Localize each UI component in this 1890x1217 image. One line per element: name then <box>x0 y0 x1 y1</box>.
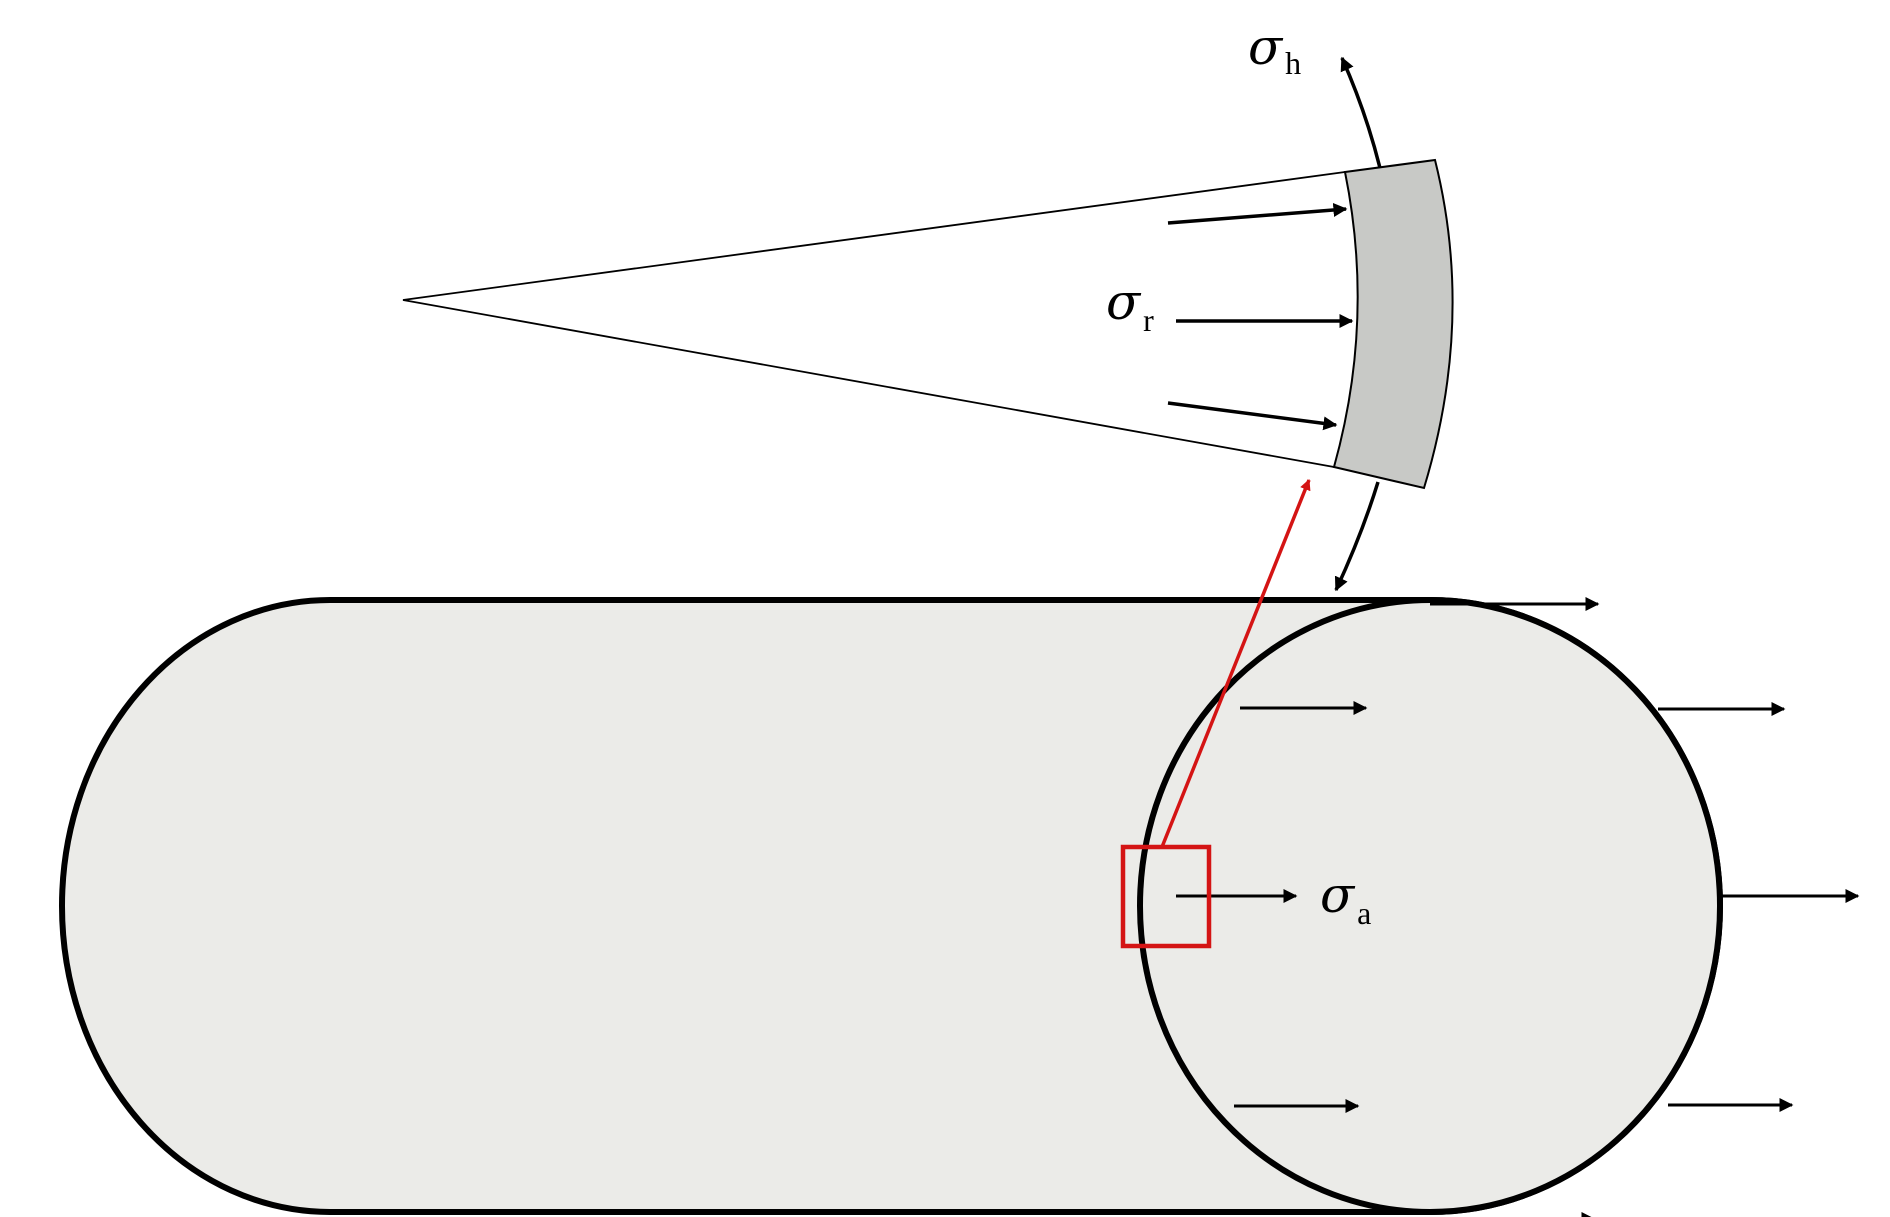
cylinder-vessel <box>59 597 1723 1215</box>
label-axial-stress: σa <box>1320 866 1371 931</box>
radial-stress-arrows <box>1167 203 1354 431</box>
wall-sector-detail <box>402 158 1454 490</box>
hoop-arrow-down <box>1334 481 1380 592</box>
hoop-stress-arrows <box>1334 56 1382 592</box>
zoom-pointer-arrow <box>1160 478 1311 848</box>
radial-arrow-lower <box>1167 401 1338 431</box>
label-radial-stress: σr <box>1106 273 1154 338</box>
axial-stress-arrows <box>1176 597 1860 1217</box>
selected-wall-element-box <box>1120 844 1212 949</box>
cylinder-end-cap <box>1137 597 1723 1215</box>
label-hoop-stress: σh <box>1248 18 1301 81</box>
sector-wedge-outline <box>402 171 1346 468</box>
hoop-arrow-up <box>1340 56 1382 169</box>
wall-segment <box>1332 158 1454 490</box>
radial-arrow-upper <box>1167 203 1348 225</box>
